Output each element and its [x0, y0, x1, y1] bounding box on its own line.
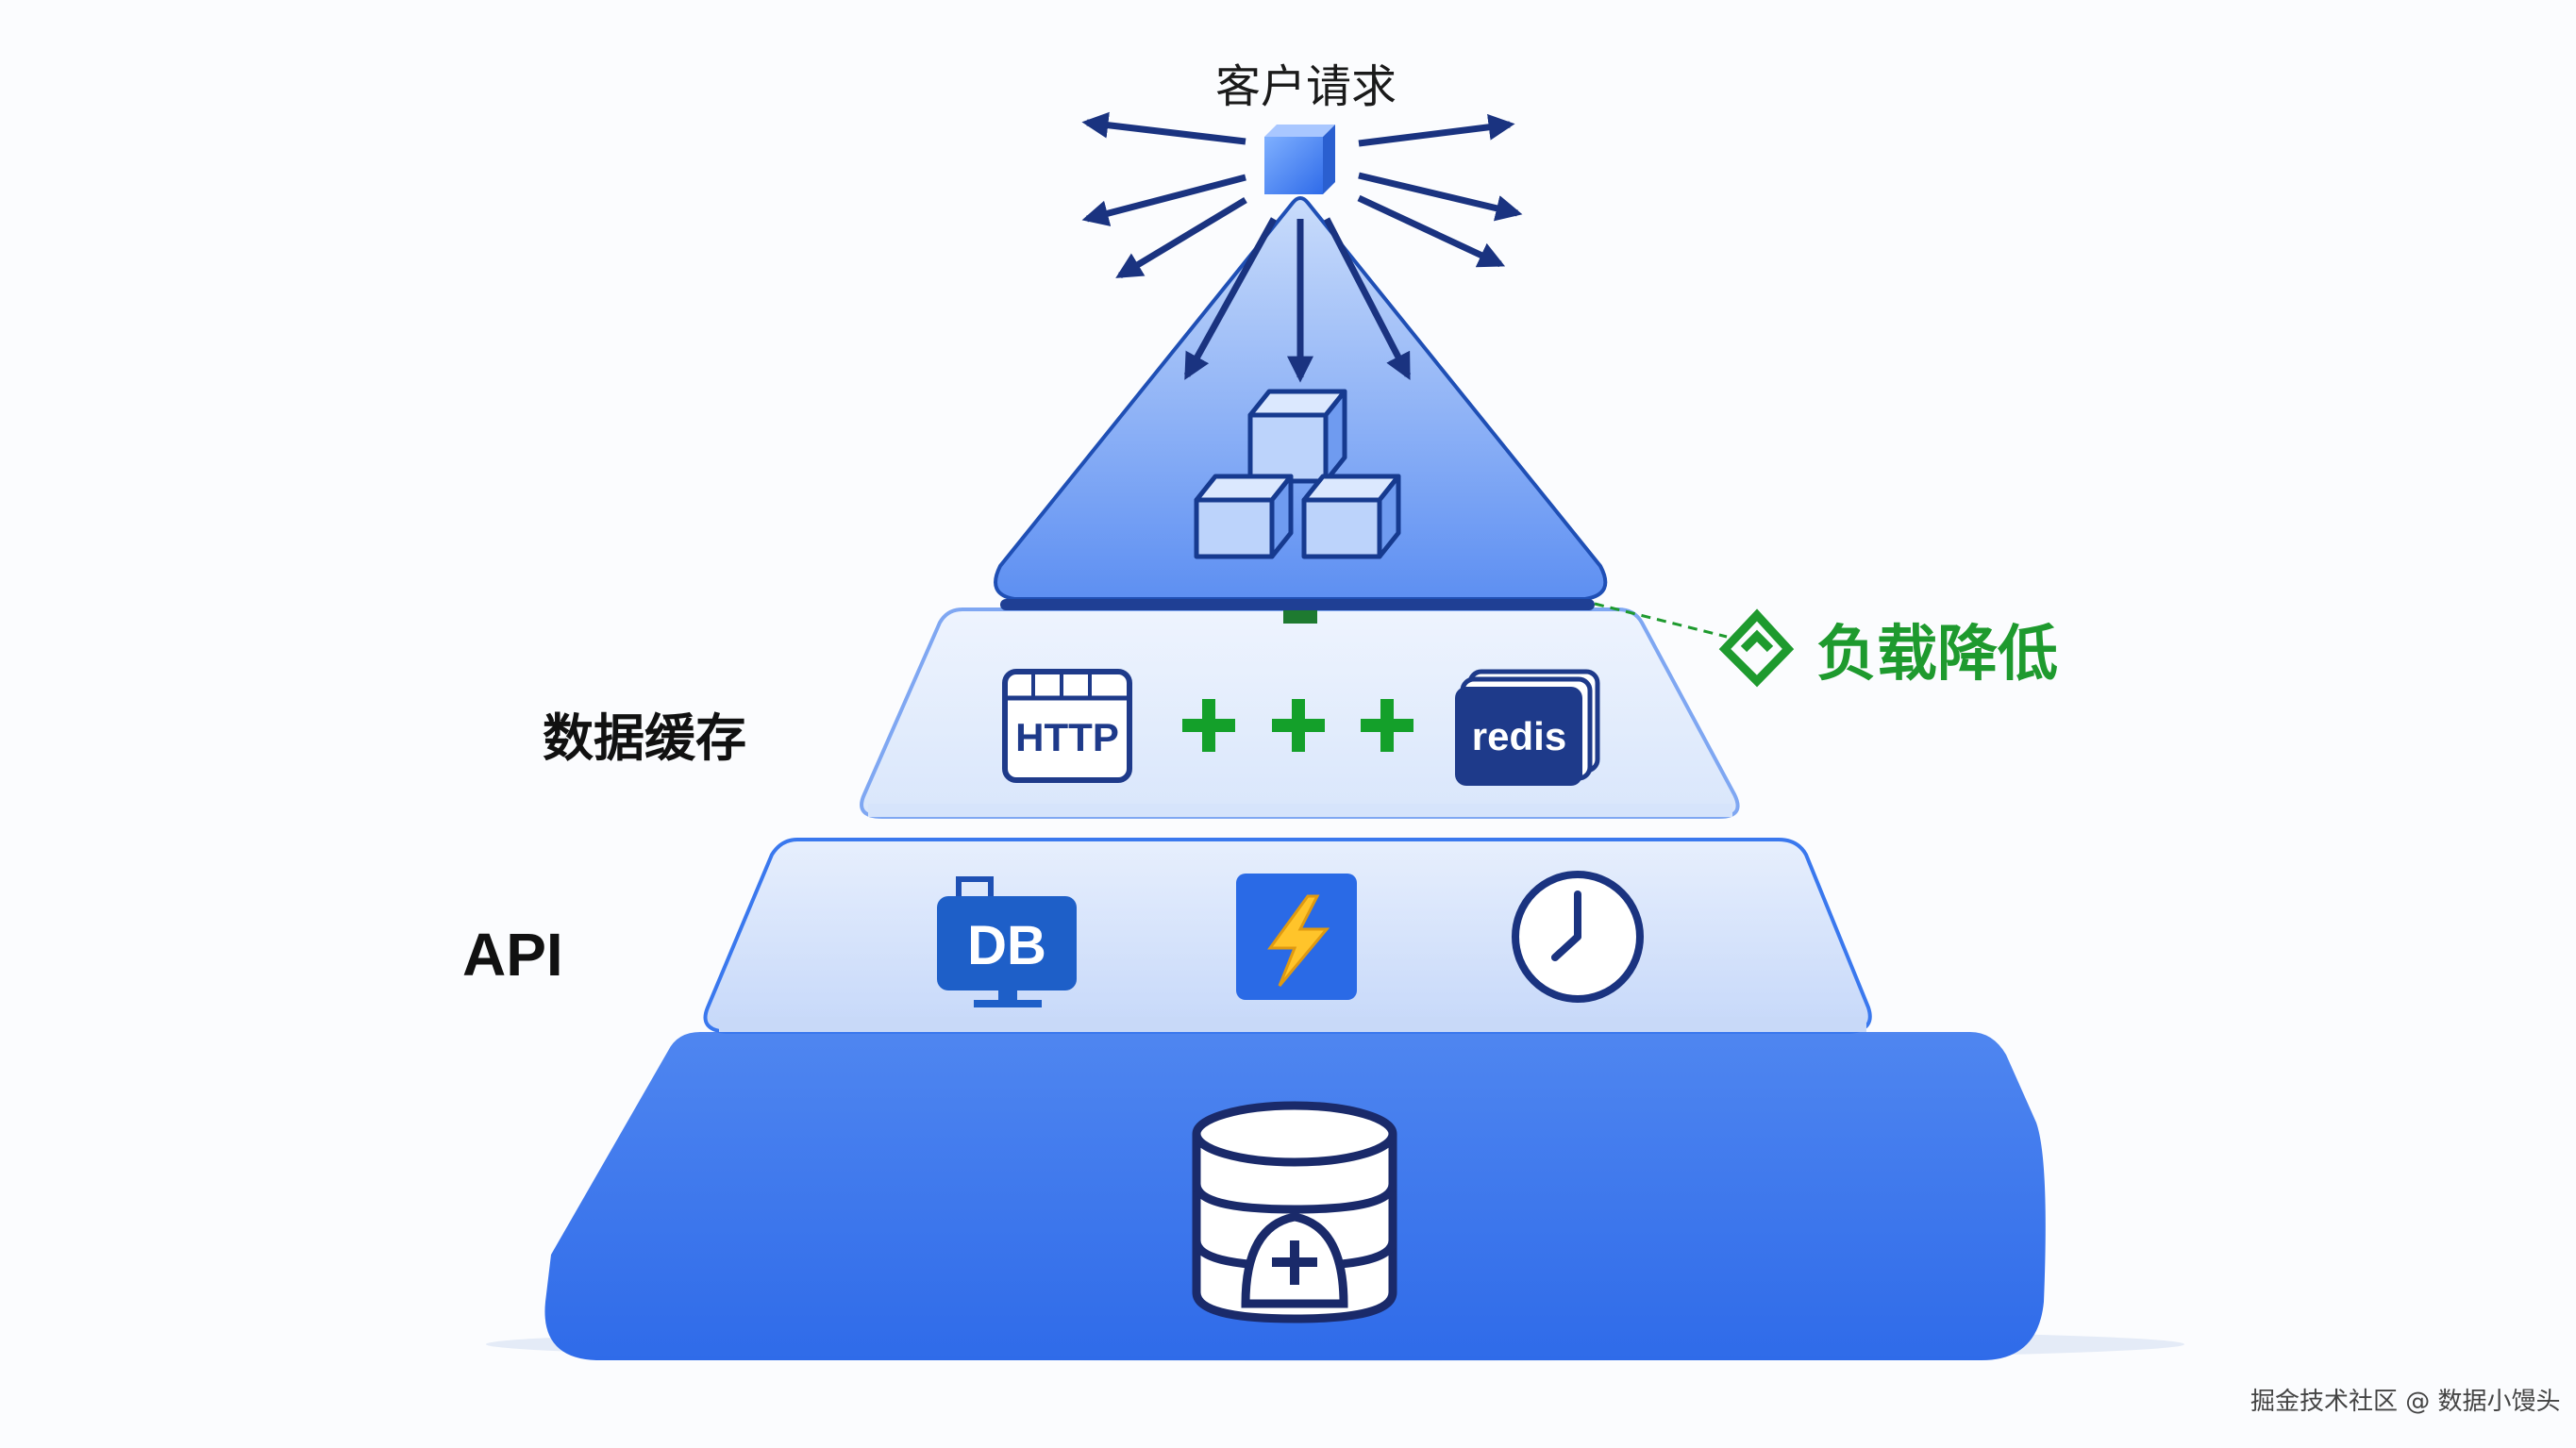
load-reduction-label: 负载降低	[1816, 620, 2058, 690]
plus-icons	[1182, 699, 1413, 752]
plus-icon	[1272, 699, 1325, 752]
arrow-up-right-icon	[1358, 113, 1515, 147]
db-monitor-icon: DB	[937, 876, 1077, 1007]
http-icon: HTTP	[1002, 669, 1132, 783]
arrow-down-right-icon	[1357, 194, 1506, 268]
http-icon-label: HTTP	[1015, 715, 1119, 759]
arrow-inner-left-icon	[1183, 217, 1278, 380]
cache-layer-label: 数据缓存	[543, 708, 746, 768]
storage-cubes-icon	[1194, 389, 1401, 559]
arrow-down-left-icon	[1115, 197, 1247, 278]
arrow-right-icon	[1358, 172, 1523, 222]
client-request-label: 客户请求	[1215, 60, 1397, 113]
arrow-up-left-icon	[1081, 111, 1246, 145]
plus-icon	[1361, 699, 1413, 752]
redis-icon: redis	[1455, 669, 1600, 786]
load-reduction-diamond-icon	[1718, 608, 1795, 688]
api-layer-ledge	[719, 1017, 1866, 1032]
arrow-left-icon	[1081, 174, 1246, 226]
database-icon	[1192, 1101, 1397, 1323]
api-layer-label: API	[462, 921, 563, 989]
connector-tab	[1283, 610, 1317, 624]
cache-layer-ledge	[868, 804, 1732, 817]
top-base-bar	[1000, 599, 1595, 610]
request-arrows	[1081, 111, 1523, 383]
lightning-icon	[1236, 874, 1357, 1000]
clock-icon	[1512, 871, 1644, 1003]
request-cube-icon	[1264, 125, 1335, 194]
annotation-connector	[1594, 602, 1728, 639]
db-icon-label: DB	[967, 915, 1046, 976]
watermark: 掘金技术社区 @ 数据小馒头	[2250, 1388, 2561, 1416]
arrow-inner-right-icon	[1323, 217, 1412, 380]
redis-icon-label: redis	[1472, 714, 1566, 758]
plus-icon	[1182, 699, 1235, 752]
